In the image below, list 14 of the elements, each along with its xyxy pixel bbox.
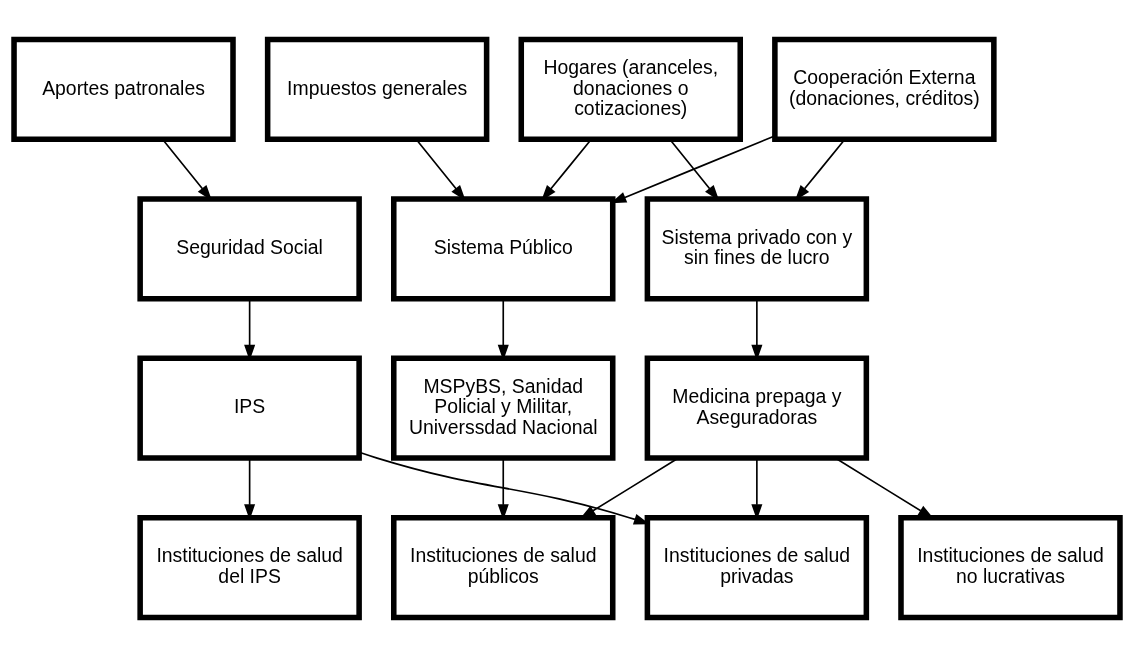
node-box: IPS <box>137 355 362 461</box>
node-box: Aportes patronales <box>11 36 236 143</box>
node-box: Instituciones de salud del IPS <box>137 514 362 621</box>
node-box: Instituciones de salud públicos <box>391 514 616 621</box>
node-box: Instituciones de salud privadas <box>644 514 870 621</box>
node-box: Sistema privado con y sin fines de lucro <box>644 196 870 302</box>
node-box: Cooperación Externa (donaciones, créditos) <box>772 36 997 143</box>
node-box: Sistema Público <box>391 196 616 302</box>
node-box: MSPyBS, Sanidad Policial y Militar, Universsdad Nacional <box>391 355 616 461</box>
node-box: Instituciones de salud no lucrativas <box>898 514 1123 621</box>
node-box: Medicina prepaga y Aseguradoras <box>644 355 870 461</box>
node-box: Seguridad Social <box>137 196 362 302</box>
node-box: Hogares (aranceles, donaciones o cotizaciones) <box>518 36 743 143</box>
node-box: Impuestos generales <box>264 36 490 143</box>
